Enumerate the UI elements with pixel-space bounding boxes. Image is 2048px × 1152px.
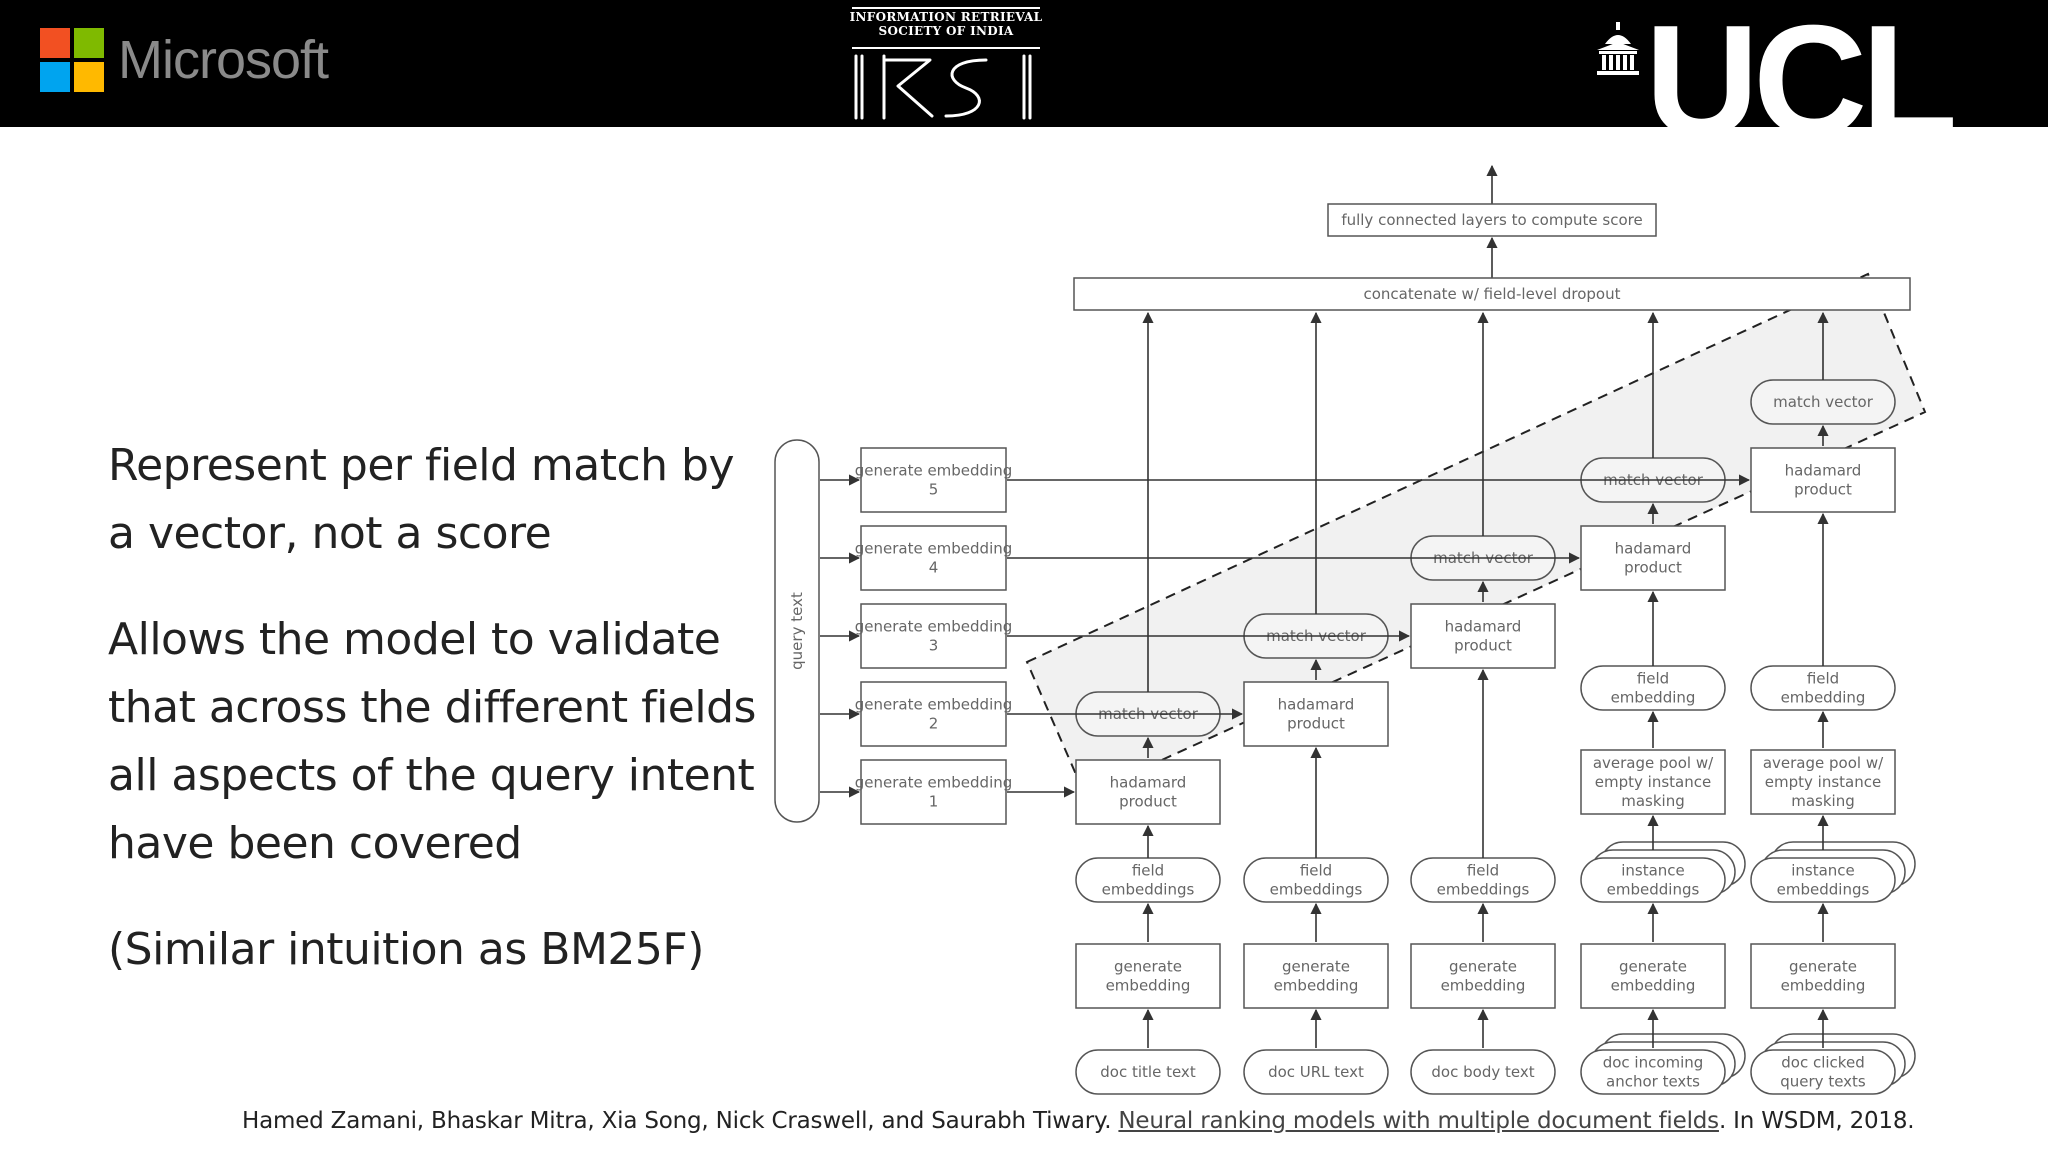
query-text-pill: [774, 439, 820, 823]
architecture-diagram: fully connected layers to compute score c…: [774, 164, 1927, 1095]
ucl-logo: UCL: [1590, 2, 2010, 160]
citation-paper-link[interactable]: Neural ranking models with multiple docu…: [1118, 1108, 1719, 1134]
generate-embedding-4: [1580, 943, 1726, 1009]
query-embedding-1: [860, 759, 1007, 825]
citation-venue: . In WSDM, 2018.: [1718, 1108, 1915, 1134]
concatenate-box-label: concatenate w/ field-level dropout: [1364, 285, 1621, 303]
irsi-line1: INFORMATION RETRIEVAL: [849, 10, 1043, 24]
citation: Hamed Zamani, Bhaskar Mitra, Xia Song, N…: [242, 1108, 1915, 1134]
query-text-label: query text: [788, 592, 806, 670]
ucl-portico-icon: [1597, 22, 1639, 75]
query-embedding-5: [860, 447, 1007, 513]
bullet-3: (Similar intuition as BM25F): [108, 924, 704, 975]
doc-field-3-label: doc body text: [1431, 1063, 1534, 1081]
instance-embeddings-4: [1580, 857, 1726, 903]
doc-field-2: [1243, 1049, 1389, 1095]
hadamard-box-5: [1750, 447, 1896, 513]
query-embedding-4: [860, 525, 1007, 591]
doc-field-3: [1410, 1049, 1556, 1095]
bullet-1: Represent per field match by a vector, n…: [108, 440, 735, 559]
doc-field-1: [1075, 1049, 1221, 1095]
irsi-logo: INFORMATION RETRIEVAL SOCIETY OF INDIA: [848, 4, 1044, 124]
match-region: [1025, 272, 1927, 797]
hadamard-box-2: [1243, 681, 1389, 747]
generate-embedding-1: [1075, 943, 1221, 1009]
irsi-line2: SOCIETY OF INDIA: [878, 24, 1014, 38]
match-vector-5-label: match vector: [1773, 393, 1874, 411]
slide-text: Represent per field match by a vector, n…: [108, 432, 768, 1022]
fully-connected-box-label: fully connected layers to compute score: [1341, 211, 1642, 229]
microsoft-logo-icon: [40, 28, 104, 92]
doc-field-2-label: doc URL text: [1268, 1063, 1364, 1081]
generate-embedding-2: [1243, 943, 1389, 1009]
ucl-wordmark: UCL: [1645, 0, 1958, 169]
doc-field-5: [1750, 1049, 1896, 1095]
hadamard-box-4: [1580, 525, 1726, 591]
hadamard-box-3: [1410, 603, 1556, 669]
instance-embeddings-5: [1750, 857, 1896, 903]
doc-field-1-label: doc title text: [1100, 1063, 1196, 1081]
irsi-mark-icon: [854, 54, 1032, 120]
average-pool-5: [1750, 749, 1896, 815]
fully-connected-box: [1327, 203, 1657, 237]
bullet-2: Allows the model to validate that across…: [108, 614, 756, 869]
citation-authors: Hamed Zamani, Bhaskar Mitra, Xia Song, N…: [242, 1108, 1119, 1134]
generate-embedding-3: [1410, 943, 1556, 1009]
concatenate-box: [1073, 277, 1911, 311]
query-embedding-3: [860, 603, 1007, 669]
doc-field-4: [1580, 1049, 1726, 1095]
query-embedding-2: [860, 681, 1007, 747]
microsoft-wordmark: Microsoft: [118, 30, 329, 90]
hadamard-box-1: [1075, 759, 1221, 825]
header-bar: Microsoft INFORMATION RETRIEVAL SOCIETY …: [0, 0, 2048, 160]
average-pool-4: [1580, 749, 1726, 815]
generate-embedding-5: [1750, 943, 1896, 1009]
